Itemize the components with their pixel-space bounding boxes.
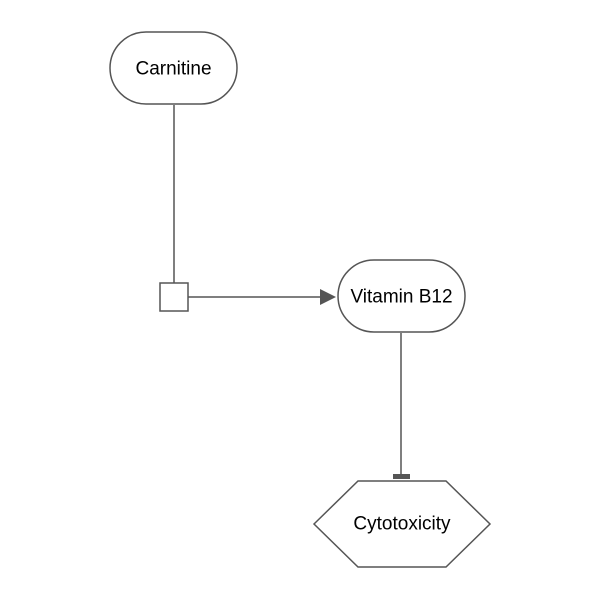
edge-process-to-vitamin-b12	[188, 289, 336, 305]
node-cytotoxicity[interactable]: Cytotoxicity	[312, 480, 492, 568]
node-vitamin-b12[interactable]: Vitamin B12	[337, 259, 466, 333]
inhibition-bar-icon	[393, 474, 410, 479]
node-vitamin-b12-label: Vitamin B12	[350, 287, 452, 308]
edge-vitamin-b12-to-cytotoxicity	[393, 333, 410, 479]
node-carnitine[interactable]: Carnitine	[109, 31, 238, 105]
node-carnitine-label: Carnitine	[135, 59, 211, 80]
arrowhead-icon	[320, 289, 336, 305]
node-cytotoxicity-label: Cytotoxicity	[353, 514, 451, 535]
process-node[interactable]	[159, 282, 189, 312]
